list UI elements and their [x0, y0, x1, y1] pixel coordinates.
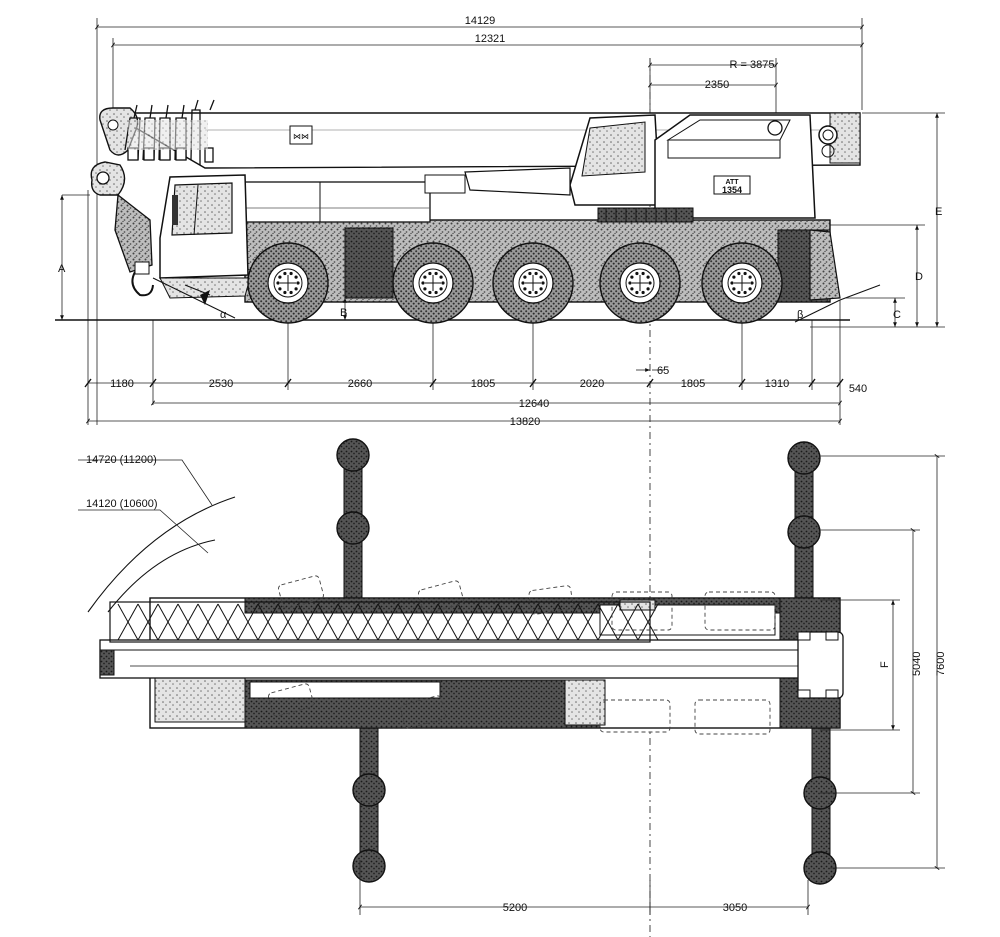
dim-offset: 2350 — [705, 79, 729, 91]
wheel-2 — [392, 242, 474, 324]
turning-outer-label: 14720 (11200) — [86, 454, 157, 466]
outrigger-pad-3 — [352, 773, 386, 807]
model-line1: ATT — [725, 179, 739, 186]
turning-arc-outer — [87, 496, 236, 613]
model-line2: 1354 — [722, 185, 742, 195]
outrigger-pad-2 — [336, 511, 370, 545]
wheel-5 — [701, 242, 783, 324]
hook-block — [90, 161, 154, 297]
wheel-1 — [247, 242, 329, 324]
label-A: A — [58, 263, 66, 275]
dim-axle-5: 1805 — [681, 378, 705, 390]
label-C: C — [893, 309, 901, 321]
side-view: 14129 12321 R = 3875 2350 ⋈⋈ — [55, 15, 945, 937]
crane-superstructure: ATT 1354 — [464, 114, 816, 223]
label-B: B — [340, 307, 347, 319]
dim-outrigger-front: 5200 — [503, 902, 527, 914]
turning-arc-inner — [107, 539, 216, 613]
outrigger-pad-5 — [787, 441, 821, 475]
label-E: E — [935, 206, 942, 218]
outrigger-pad-6 — [787, 515, 821, 549]
top-view: 14720 (11200) 14120 (10600) — [78, 438, 947, 915]
clearance-marks — [60, 113, 939, 327]
label-beta: β — [797, 309, 803, 321]
label-D: D — [915, 271, 923, 283]
dim-boom: 12321 — [475, 33, 506, 45]
dim-radius: R = 3875 — [730, 59, 775, 71]
dim-chassis-length: 12640 — [519, 398, 550, 410]
svg-text:⋈⋈: ⋈⋈ — [293, 132, 309, 141]
dim-axle-6: 1310 — [765, 378, 789, 390]
top-dashed-wheels — [268, 575, 776, 735]
dim-axle-1: 2530 — [209, 378, 233, 390]
dim-outrigger-outer: 7600 — [935, 652, 947, 676]
wheels — [247, 242, 783, 324]
label-alpha: α — [220, 309, 227, 321]
top-boom — [99, 631, 844, 699]
wheel-4 — [599, 242, 681, 324]
leader-inner — [78, 509, 209, 554]
label-F: F — [879, 661, 891, 668]
model-plate — [713, 175, 751, 195]
dim-axle-7: 540 — [849, 383, 867, 395]
dim-centre-offset: 65 — [657, 365, 669, 377]
leader-outer — [78, 459, 213, 506]
dim-axle-2: 2660 — [348, 378, 372, 390]
dim-axle-4: 2020 — [580, 378, 604, 390]
axle-dimension-ticks — [84, 378, 844, 388]
turning-inner-label: 14120 (10600) — [86, 498, 158, 510]
top-extension-lines — [359, 455, 945, 915]
dim-axle-3: 1805 — [471, 378, 495, 390]
dim-axle-0: 1180 — [110, 378, 134, 390]
boom-logo-plate — [289, 125, 313, 145]
dim-outrigger-rear: 3050 — [723, 902, 747, 914]
dim-total-length: 13820 — [510, 416, 541, 428]
outrigger-pad-1 — [336, 438, 370, 472]
outrigger-pads — [336, 438, 837, 885]
lattice-jib — [109, 601, 659, 643]
outrigger-pad-4 — [352, 849, 386, 883]
dim-outrigger-inner: 5040 — [911, 652, 923, 676]
dim-overall: 14129 — [465, 15, 496, 27]
wheel-3 — [492, 242, 574, 324]
